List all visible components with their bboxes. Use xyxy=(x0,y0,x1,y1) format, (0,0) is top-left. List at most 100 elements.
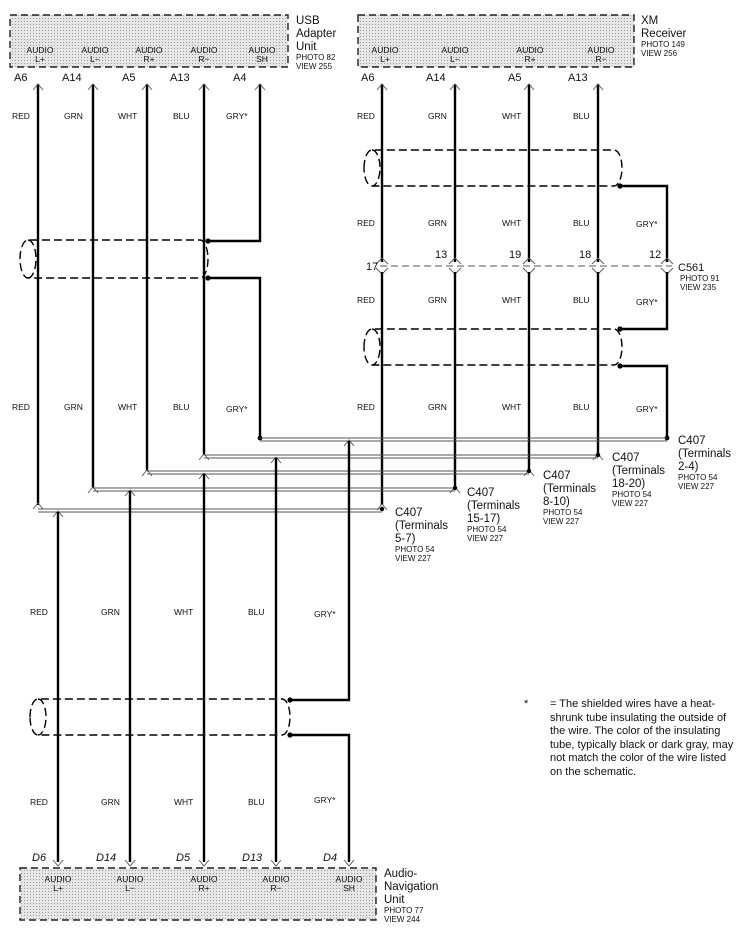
c407-terminals-2-4: C407 (Terminals 2-4) PHOTO 54 VIEW 227 xyxy=(678,435,731,491)
nav-pin-5-sub: SH xyxy=(343,883,355,893)
xm-pin-3-sub: R+ xyxy=(524,54,535,64)
nav-title-1: Audio- xyxy=(384,868,417,880)
c561-view: VIEW 235 xyxy=(680,283,717,292)
nav-view: VIEW 244 xyxy=(384,915,421,924)
lbl-usb-blu-2: BLU xyxy=(173,402,190,412)
lbl-xm-blu-3: BLU xyxy=(573,295,590,305)
note-text: = The shielded wires have a heat-shrunk … xyxy=(550,698,734,778)
lbl-xm-gry-2: GRY* xyxy=(636,219,658,229)
c561-photo: PHOTO 91 xyxy=(680,274,720,283)
usb-pin-3-sub: R+ xyxy=(143,54,154,64)
shielded-wire-note: * = The shielded wires have a heat-shrun… xyxy=(524,698,740,779)
lbl-nav-wht-2: WHT xyxy=(174,797,193,807)
usb-gry-wire-upper xyxy=(208,84,262,243)
c407-a-photo: PHOTO 54 xyxy=(678,473,718,482)
nav-term-2: D14 xyxy=(96,852,116,864)
c407-b-terms-1: (Terminals xyxy=(612,465,665,477)
c407-e-terms-2: 5-7) xyxy=(395,533,416,545)
nav-gry-wire-lower xyxy=(290,733,351,862)
usb-pin-3-name: AUDIO xyxy=(136,45,163,55)
lbl-usb-gry-2: GRY* xyxy=(226,404,248,414)
lbl-usb-red-1: RED xyxy=(12,111,30,121)
nav-pin-1-sub: L+ xyxy=(53,883,63,893)
xm-title-2: Receiver xyxy=(641,28,687,40)
nav-pin-2-name: AUDIO xyxy=(117,874,144,884)
c407-labels: C407 (Terminals 2-4) PHOTO 54 VIEW 227 C… xyxy=(395,435,731,563)
c407-a-label: C407 xyxy=(678,435,706,447)
usb-adapter-box xyxy=(9,14,289,68)
usb-term-3: A5 xyxy=(122,72,135,84)
c407-terminals-8-10: C407 (Terminals 8-10) PHOTO 54 VIEW 227 xyxy=(543,470,596,526)
c407-terminals-5-7: C407 (Terminals 5-7) PHOTO 54 VIEW 227 xyxy=(395,507,448,563)
usb-pin-2-sub: L− xyxy=(90,54,100,64)
lbl-usb-wht-2: WHT xyxy=(118,402,137,412)
c561-pin-17: 17 xyxy=(366,261,378,273)
c561-connector: 17 13 19 18 12 C561 PHOTO 91 VIEW 235 xyxy=(366,249,720,292)
xm-shield-tube-lower xyxy=(363,328,623,366)
lbl-usb-blu-1: BLU xyxy=(173,111,190,121)
usb-adapter-unit: AUDIO L+ AUDIO L− AUDIO R+ AUDIO R− AUDI… xyxy=(9,14,336,71)
c407-c-label: C407 xyxy=(543,470,571,482)
usb-title-3: Unit xyxy=(296,41,317,53)
xm-view: VIEW 256 xyxy=(641,49,678,58)
nav-pin-4-sub: R− xyxy=(270,883,281,893)
wire-color-labels: RED GRN WHT BLU GRY* RED GRN WHT BLU GRY… xyxy=(12,111,658,807)
c407-b-label: C407 xyxy=(612,452,640,464)
lbl-nav-grn-2: GRN xyxy=(101,797,120,807)
nav-title-2: Navigation xyxy=(384,881,438,893)
xm-pin-1-name: AUDIO xyxy=(372,45,399,55)
usb-pin-4-name: AUDIO xyxy=(191,45,218,55)
usb-view: VIEW 255 xyxy=(296,62,333,71)
lbl-xm-grn-1: GRN xyxy=(428,111,447,121)
lbl-xm-wht-1: WHT xyxy=(502,111,521,121)
c407-c-view: VIEW 227 xyxy=(543,517,580,526)
c407-b-view: VIEW 227 xyxy=(612,499,649,508)
lbl-xm-red-3: RED xyxy=(357,295,375,305)
lbl-xm-blu-4: BLU xyxy=(573,402,590,412)
lbl-xm-red-1: RED xyxy=(357,111,375,121)
lbl-xm-wht-2: WHT xyxy=(502,218,521,228)
xm-gry-wire-lower xyxy=(620,364,669,438)
xm-terminals: A6 A14 A5 A13 xyxy=(361,72,588,84)
lbl-xm-blu-1: BLU xyxy=(573,111,590,121)
xm-pin-2-name: AUDIO xyxy=(442,45,469,55)
usb-pin-1-sub: L+ xyxy=(35,54,45,64)
c407-lines xyxy=(38,437,667,513)
usb-photo: PHOTO 82 xyxy=(296,53,336,62)
c407-d-photo: PHOTO 54 xyxy=(467,525,507,534)
nav-pin-1-name: AUDIO xyxy=(45,874,72,884)
lbl-nav-gry-2: GRY* xyxy=(314,795,336,805)
c407-c-terms-1: (Terminals xyxy=(543,483,596,495)
c407-terminals-15-17: C407 (Terminals 15-17) PHOTO 54 VIEW 227 xyxy=(467,487,520,543)
c561-pin-19: 19 xyxy=(509,249,521,261)
usb-gry-wire-lower xyxy=(208,276,262,438)
c407-e-view: VIEW 227 xyxy=(395,554,432,563)
lbl-usb-grn-1: GRN xyxy=(64,111,83,121)
lbl-xm-wht-4: WHT xyxy=(502,402,521,412)
nav-shield-tube xyxy=(29,698,291,736)
xm-receiver: AUDIO L+ AUDIO L− AUDIO R+ AUDIO R− XM R… xyxy=(357,14,687,68)
lbl-xm-wht-3: WHT xyxy=(502,295,521,305)
lbl-xm-red-2: RED xyxy=(357,218,375,228)
lbl-xm-grn-4: GRN xyxy=(428,402,447,412)
c407-a-terms-2: 2-4) xyxy=(678,461,699,473)
usb-wires xyxy=(19,84,263,510)
xm-gry-wire-mid xyxy=(620,272,669,331)
xm-pin-3-name: AUDIO xyxy=(517,45,544,55)
c561-pin-12: 12 xyxy=(649,249,661,261)
xm-shield-tube-upper xyxy=(363,149,623,187)
lbl-xm-gry-3: GRY* xyxy=(636,297,658,307)
c561-pin-18: 18 xyxy=(579,249,591,261)
audio-navigation-box xyxy=(19,867,377,921)
lbl-xm-grn-3: GRN xyxy=(428,295,447,305)
nav-pin-3-sub: R+ xyxy=(198,883,209,893)
usb-title-2: Adapter xyxy=(296,28,336,40)
nav-term-3: D5 xyxy=(176,852,191,864)
lbl-nav-wht-1: WHT xyxy=(174,607,193,617)
lbl-nav-red-2: RED xyxy=(30,797,48,807)
lbl-usb-red-2: RED xyxy=(12,402,30,412)
lbl-xm-blu-2: BLU xyxy=(573,218,590,228)
nav-pin-2-sub: L− xyxy=(125,883,135,893)
xm-gry-wire-upper xyxy=(620,184,669,262)
